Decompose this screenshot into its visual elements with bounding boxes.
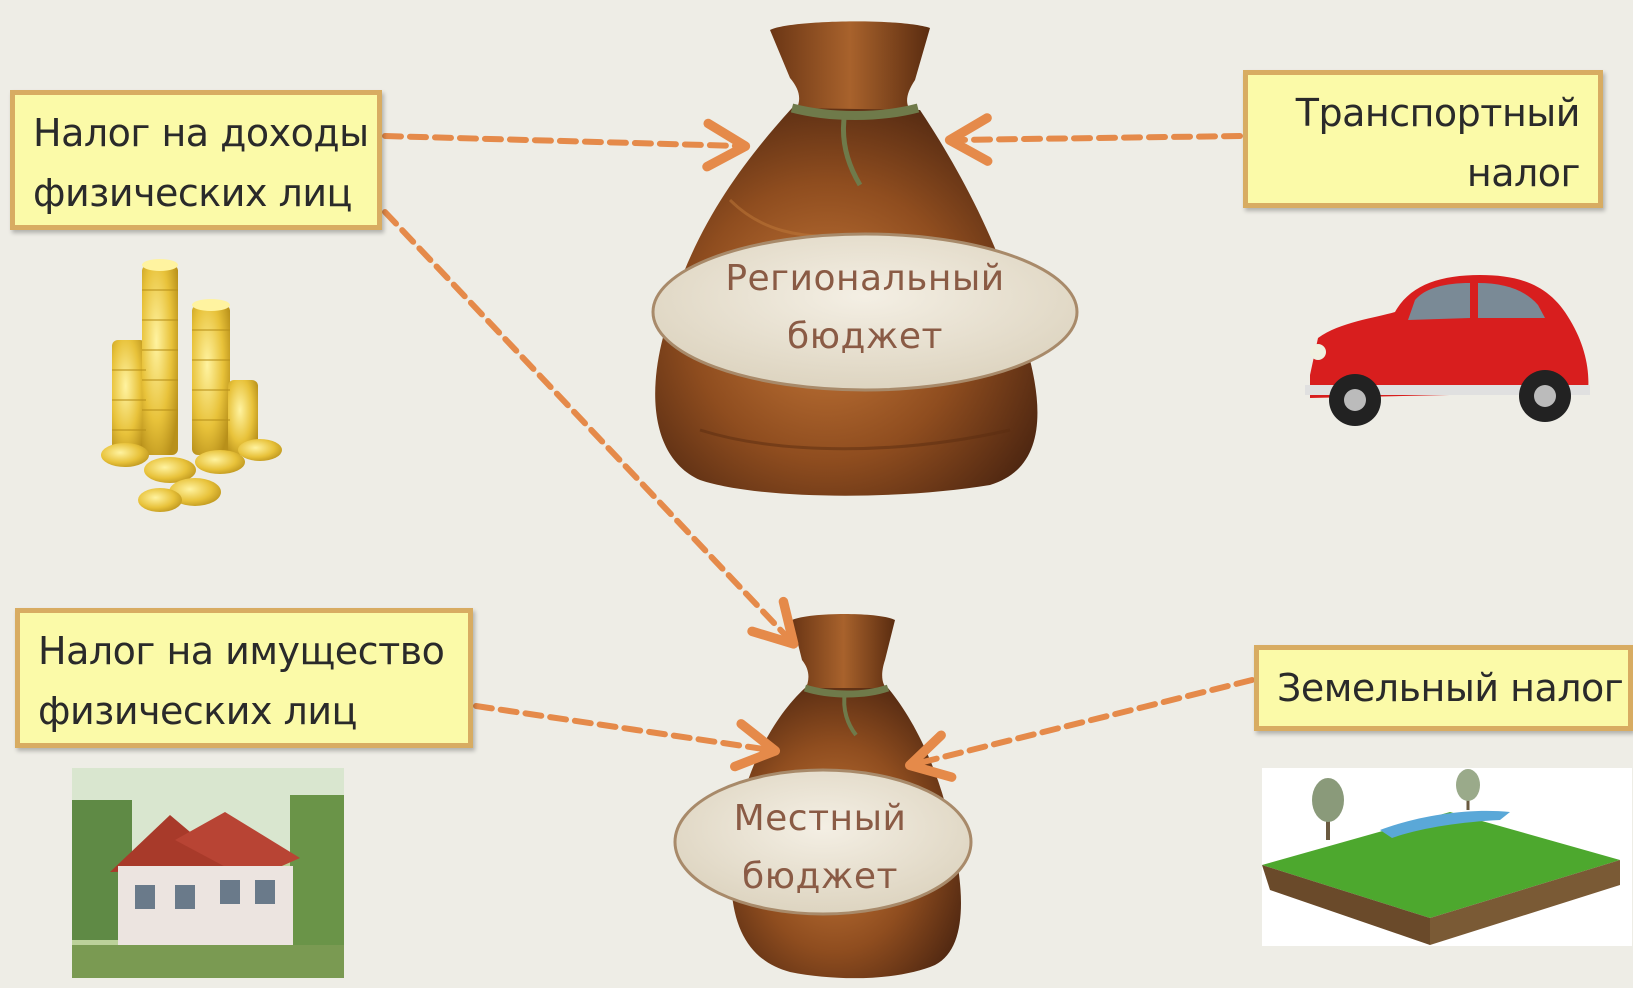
local-budget-ellipse xyxy=(673,768,973,916)
tax-box-property: Налог на имущество физических лиц xyxy=(15,608,473,748)
regional-budget-line-2: бюджет xyxy=(787,316,943,357)
regional-budget-ellipse xyxy=(651,232,1079,392)
arrow-ndfl-to-local xyxy=(382,209,799,649)
tax-ndfl-line-2: физических лиц xyxy=(33,171,352,215)
regional-budget-label: Региональный бюджет xyxy=(655,250,1075,366)
coins-stack-icon xyxy=(101,259,282,512)
tax-property-line-2: физических лиц xyxy=(38,689,357,733)
land-plot-icon xyxy=(1262,768,1632,946)
arrow-property-to-local xyxy=(473,703,781,772)
tax-land-line-1: Земельный налог xyxy=(1277,666,1624,710)
local-budget-line-1: Местный xyxy=(733,798,907,839)
tax-box-ndfl: Налог на доходы физических лиц xyxy=(10,90,382,230)
regional-budget-line-1: Региональный xyxy=(725,258,1005,299)
tax-box-transport: Транспортный налог xyxy=(1243,70,1603,208)
arrow-transport-to-regional xyxy=(944,113,1243,166)
tax-transport-line-2: налог xyxy=(1466,151,1581,195)
tax-transport-line-1: Транспортный xyxy=(1295,91,1581,135)
arrow-ndfl-to-regional xyxy=(382,118,751,172)
local-budget-label: Местный бюджет xyxy=(670,790,970,906)
tax-property-line-1: Налог на имущество xyxy=(38,629,445,673)
local-budget-line-2: бюджет xyxy=(742,856,898,897)
house-picture-icon xyxy=(72,768,344,978)
tax-box-land: Земельный налог xyxy=(1254,645,1633,731)
red-car-icon xyxy=(1305,275,1590,426)
arrow-land-to-local xyxy=(905,677,1255,782)
tax-ndfl-line-1: Налог на доходы xyxy=(33,111,369,155)
